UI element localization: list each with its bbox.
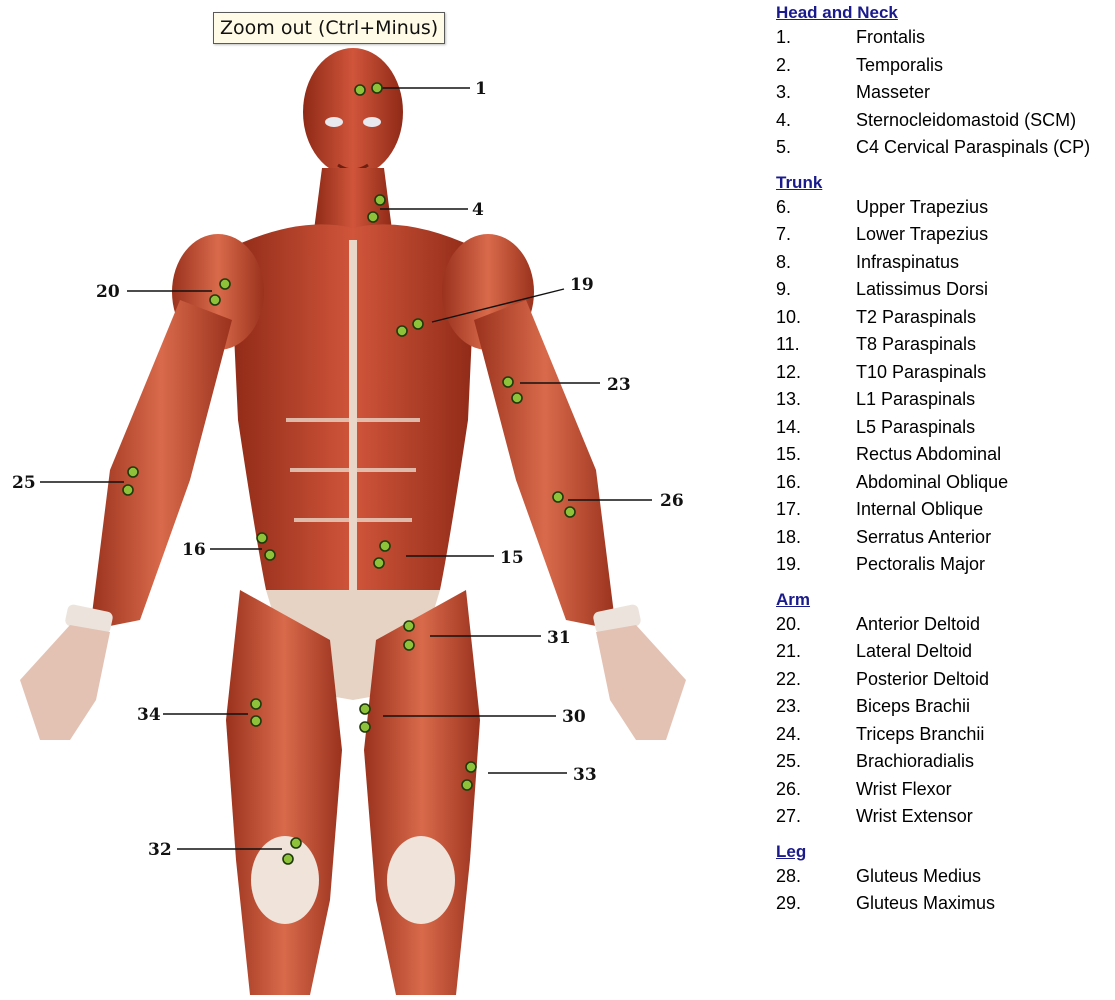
list-item: 7.Lower Trapezius [776, 221, 1115, 249]
callout-label: 34 [137, 705, 161, 725]
list-item: 18.Serratus Anterior [776, 524, 1115, 552]
muscle-body-illustration: 1 4 20 19 23 25 26 16 15 31 34 30 33 32 [0, 0, 760, 995]
list-item: 28.Gluteus Medius [776, 863, 1115, 891]
legend-section-head-neck: Head and Neck 1.Frontalis 2.Temporalis 3… [776, 2, 1115, 162]
callout-label: 31 [547, 628, 571, 648]
callout-label: 20 [96, 282, 120, 302]
body-silhouette [20, 48, 686, 995]
section-title: Trunk [776, 172, 1115, 194]
list-item: 16.Abdominal Oblique [776, 469, 1115, 497]
list-item: 4.Sternocleidomastoid (SCM) [776, 107, 1115, 135]
list-item: 27.Wrist Extensor [776, 803, 1115, 831]
callout-label: 16 [182, 540, 206, 560]
list-item: 13.L1 Paraspinals [776, 386, 1115, 414]
list-item: 2.Temporalis [776, 52, 1115, 80]
section-title: Leg [776, 841, 1115, 863]
muscle-legend: Head and Neck 1.Frontalis 2.Temporalis 3… [776, 10, 1115, 928]
callout-label: 4 [472, 200, 484, 220]
callout-label: 23 [607, 375, 631, 395]
zoom-out-tooltip: Zoom out (Ctrl+Minus) [213, 12, 445, 44]
section-title: Head and Neck [776, 2, 1115, 24]
legend-section-arm: Arm 20.Anterior Deltoid 21.Lateral Delto… [776, 589, 1115, 831]
list-item: 5.C4 Cervical Paraspinals (CP) [776, 134, 1115, 162]
legend-section-trunk: Trunk 6.Upper Trapezius 7.Lower Trapeziu… [776, 172, 1115, 579]
list-item: 23.Biceps Brachii [776, 693, 1115, 721]
list-item: 20.Anterior Deltoid [776, 611, 1115, 639]
list-item: 25.Brachioradialis [776, 748, 1115, 776]
list-item: 15.Rectus Abdominal [776, 441, 1115, 469]
list-item: 26.Wrist Flexor [776, 776, 1115, 804]
list-item: 11.T8 Paraspinals [776, 331, 1115, 359]
list-item: 24.Triceps Branchii [776, 721, 1115, 749]
callout-label: 15 [500, 548, 524, 568]
callout-label: 30 [562, 707, 586, 727]
list-item: 8.Infraspinatus [776, 249, 1115, 277]
list-item: 21.Lateral Deltoid [776, 638, 1115, 666]
list-item: 9.Latissimus Dorsi [776, 276, 1115, 304]
legend-section-leg: Leg 28.Gluteus Medius 29.Gluteus Maximus [776, 841, 1115, 918]
callout-label: 33 [573, 765, 597, 785]
list-item: 12.T10 Paraspinals [776, 359, 1115, 387]
list-item: 6.Upper Trapezius [776, 194, 1115, 222]
anatomy-figure: 1 4 20 19 23 25 26 16 15 31 34 30 33 32 … [0, 0, 760, 995]
list-item: 19.Pectoralis Major [776, 551, 1115, 579]
list-item: 17.Internal Oblique [776, 496, 1115, 524]
list-item: 10.T2 Paraspinals [776, 304, 1115, 332]
list-item: 1.Frontalis [776, 24, 1115, 52]
list-item: 3.Masseter [776, 79, 1115, 107]
callout-label: 1 [475, 79, 487, 99]
list-item: 22.Posterior Deltoid [776, 666, 1115, 694]
list-item: 14.L5 Paraspinals [776, 414, 1115, 442]
callout-label: 26 [660, 491, 684, 511]
list-item: 29.Gluteus Maximus [776, 890, 1115, 918]
section-title: Arm [776, 589, 1115, 611]
callout-label: 25 [12, 473, 36, 493]
callout-label: 32 [148, 840, 172, 860]
callout-label: 19 [570, 275, 594, 295]
